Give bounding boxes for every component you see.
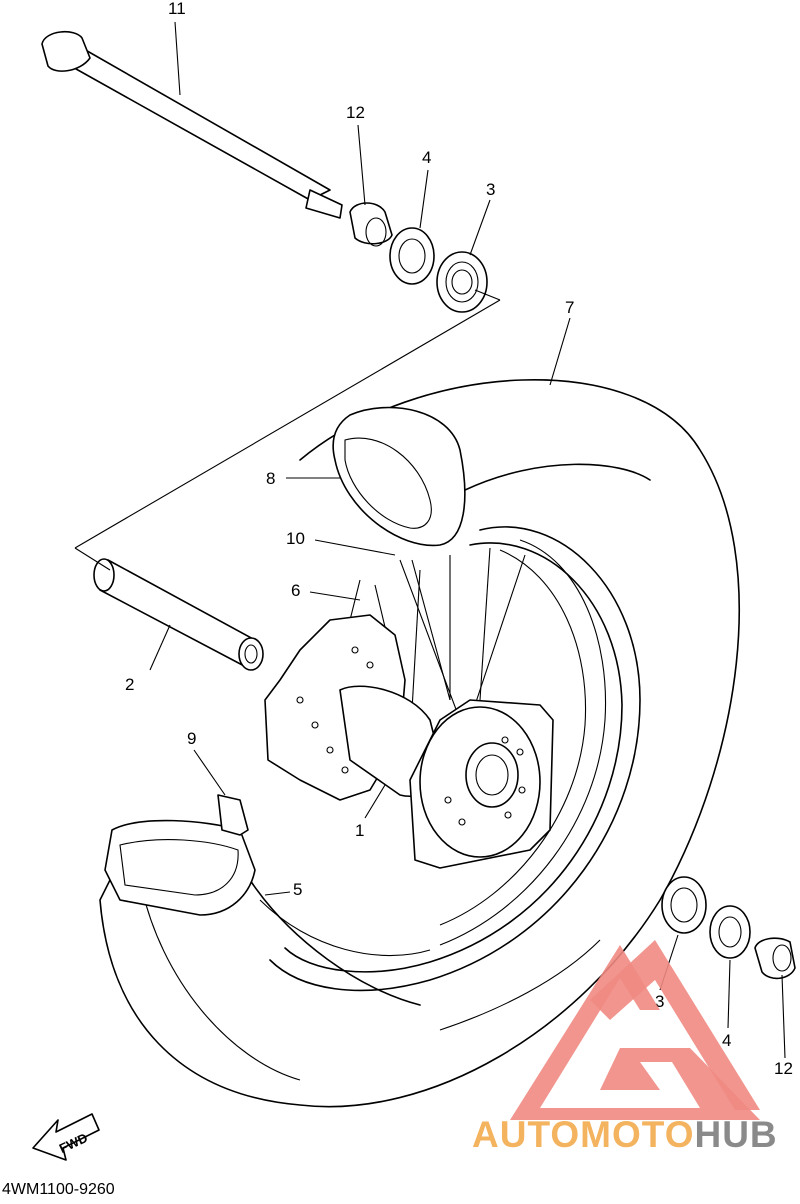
callout-12-top: 12 [346,103,365,122]
callout-1: 1 [355,821,364,840]
svg-text:AUTOMOTOHUB: AUTOMOTOHUB [472,1114,778,1155]
collar-bottom [754,937,796,980]
hub [264,614,554,869]
collar-top [349,202,393,247]
hub-bolt-holes [296,646,526,826]
oil-seal-top [389,227,435,285]
callout-4-top: 4 [422,148,431,167]
callout-5: 5 [293,880,302,899]
logo-text-hub: HUB [694,1114,777,1155]
callout-12-bottom: 12 [774,1059,793,1078]
bearing-top [436,251,488,313]
callout-9: 9 [187,729,196,748]
rim-band [332,406,466,547]
spacer [93,558,264,671]
diagram-code: 4WM1100-9260 [2,1181,115,1198]
callout-8: 8 [266,469,275,488]
bearing-bottom [661,876,707,934]
logo-text-moto: MOTO [580,1114,694,1155]
tire [99,379,741,1108]
forward-arrow-icon: FWD [32,1113,100,1161]
callout-7: 7 [565,298,574,317]
callout-2: 2 [125,675,134,694]
callout-10: 10 [286,529,305,548]
axle [41,31,343,219]
logo-text-auto: AUTO [472,1114,580,1155]
oil-seal-bottom [709,905,751,959]
rim [259,526,641,992]
assembly-lines [74,289,501,571]
tube [104,794,256,916]
automotohub-logo: AUTOMOTOHUB [472,940,778,1155]
callout-6: 6 [291,581,300,600]
callout-3-bottom: 3 [655,992,664,1011]
callout-3-top: 3 [486,180,495,199]
callout-11: 11 [168,0,186,18]
callout-4-bottom: 4 [722,1031,731,1050]
callout-labels: 11 12 4 3 7 8 10 6 2 9 1 5 3 4 12 [125,0,793,1078]
